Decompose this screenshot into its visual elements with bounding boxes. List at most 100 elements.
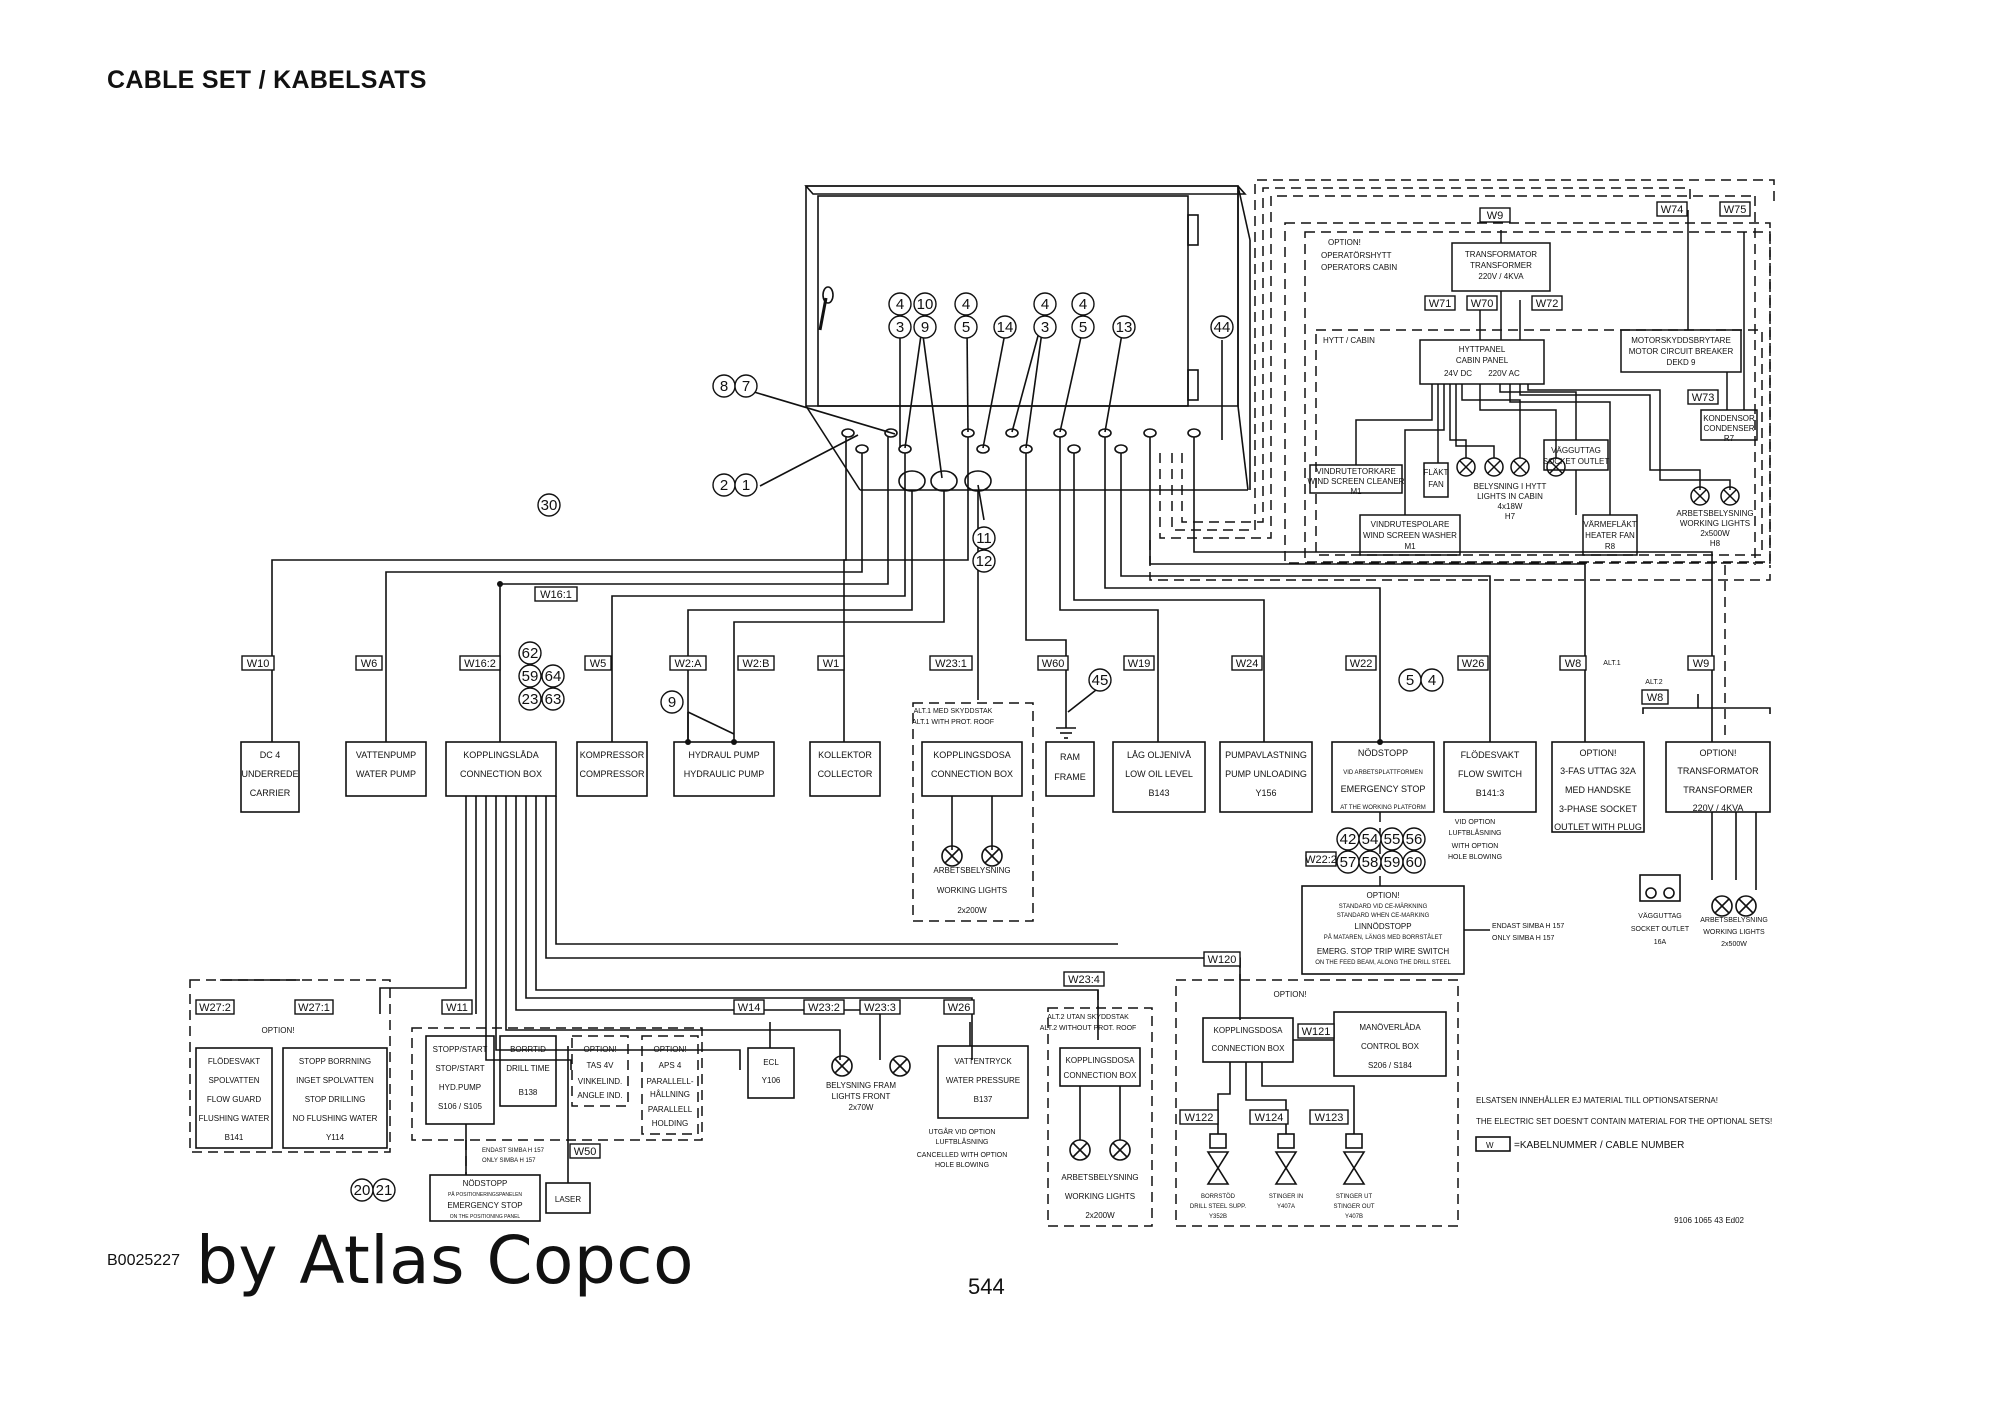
connection-box-en: CONNECTION BOX [460, 769, 542, 779]
callout-7: 7 [742, 378, 750, 395]
cable-w1: W1 [823, 658, 840, 670]
front-lights-en: LIGHTS FRONT [832, 1092, 891, 1101]
cab-lights-code: H7 [1505, 512, 1516, 521]
wlights2-en: WORKING LIGHTS [1703, 929, 1765, 936]
cable-w24: W24 [1236, 658, 1259, 670]
socket-outlet-en: SOCKET OUTLET [1631, 926, 1690, 933]
wiper-code: M1 [1350, 487, 1362, 496]
simba-note-en: ONLY SIMBA H 157 [482, 1158, 536, 1164]
alt1-box-sv: KOPPLINGSDOSA [933, 750, 1011, 760]
callout-14: 14 [997, 319, 1014, 336]
water-pump-box [345, 741, 427, 797]
trip-std-en: STANDARD WHEN CE-MARKING [1337, 913, 1430, 919]
transformer2-sv: TRANSFORMATOR [1677, 766, 1759, 776]
cab-lights-en: LIGHTS IN CABIN [1477, 492, 1543, 501]
stop-start-code: S106 / S105 [438, 1102, 483, 1111]
brand-watermark: by Atlas Copco [196, 1222, 694, 1299]
callout-4e: 4 [1428, 672, 1436, 689]
alt1-en: ALT.1 WITH PROT. ROOF [912, 719, 994, 726]
pump-unloading-en: PUMP UNLOADING [1225, 769, 1307, 779]
cabin-panel-dc: 24V DC [1444, 369, 1472, 378]
cable-tag-labels: W10 W6 W16:2 W16:1 W5 W2:A W2:B W1 W23:1… [199, 204, 1746, 1158]
estop-en: EMERGENCY STOP [1341, 784, 1426, 794]
flow-guard-sv2: SPOLVATTEN [208, 1076, 259, 1085]
water-pump-en: WATER PUMP [356, 769, 416, 779]
callout-57: 57 [1340, 854, 1357, 871]
flow-guard-code: B141 [225, 1133, 244, 1142]
callout-8: 8 [720, 378, 728, 395]
alt2-sv: ALT.2 UTAN SKYDDSTAK [1047, 1014, 1129, 1021]
cable-w72: W72 [1536, 298, 1559, 310]
drill-time-box [499, 1035, 557, 1107]
box120-sv: KOPPLINGSDOSA [1214, 1026, 1284, 1035]
work-lights-rating: 2x500W [1700, 529, 1730, 538]
callouts [350, 292, 1444, 1202]
pump-unloading-box [1219, 741, 1313, 813]
cable-w9b: W9 [1487, 210, 1504, 222]
washer-en: WIND SCREEN WASHER [1363, 531, 1457, 540]
flow-guard-box [195, 1047, 273, 1149]
collector-sv: KOLLEKTOR [818, 750, 872, 760]
cab-lights-rating: 4x18W [1498, 502, 1523, 511]
heater-en: HEATER FAN [1585, 531, 1635, 540]
washer-sv: VINDRUTESPOLARE [1371, 520, 1450, 529]
callout-62: 62 [522, 645, 539, 662]
stop-drilling-en: STOP DRILLING [305, 1095, 366, 1104]
transformer2-rating: 220V / 4KVA [1693, 803, 1744, 813]
box120 [1202, 1017, 1294, 1063]
condenser-en: CONDENSER [1703, 424, 1754, 433]
wp-note-2: LUFTBLÅSNING [936, 1137, 989, 1146]
socket-outlet-3phase-box [1551, 741, 1645, 833]
dc4-en: CARRIER [250, 788, 291, 798]
cable-w23-2: W23:2 [808, 1002, 840, 1014]
cabin-option-sv: OPERATÖRSHYTT [1321, 251, 1392, 260]
drill-time-en: DRILL TIME [506, 1064, 550, 1073]
stop-start-box [425, 1035, 495, 1125]
flow-guard-en2: FLUSHING WATER [199, 1114, 270, 1123]
collector-box [809, 741, 881, 797]
hydraulic-pump-box [673, 741, 775, 797]
heater-code: R8 [1605, 542, 1616, 551]
wp-note-3: CANCELLED WITH OPTION [917, 1152, 1008, 1159]
ecl-title: ECL [763, 1058, 779, 1067]
flow-guard-en: FLOW GUARD [207, 1095, 261, 1104]
wp-note-1: UTGÅR VID OPTION [929, 1127, 996, 1136]
v123-sv: STINGER UT [1336, 1194, 1373, 1200]
cable-w2b: W2:B [743, 658, 770, 670]
alt2-box-en: CONNECTION BOX [1064, 1071, 1138, 1080]
cable-w121: W121 [1302, 1026, 1331, 1038]
cable-w19: W19 [1128, 658, 1151, 670]
cable-w60: W60 [1042, 658, 1065, 670]
alt2-box-sv: KOPPLINGSDOSA [1066, 1056, 1136, 1065]
v123-code: Y407B [1345, 1214, 1363, 1220]
stop-drilling-en2: NO FLUSHING WATER [293, 1114, 378, 1123]
callout-4c: 4 [1041, 296, 1049, 313]
flow-switch-en: FLOW SWITCH [1458, 769, 1522, 779]
transformer-option-box [1665, 741, 1771, 813]
cable-tags [195, 201, 1751, 1159]
dc4-box [240, 741, 300, 813]
aps-code: APS 4 [659, 1061, 682, 1070]
alt1-lights-sv: ARBETSBELYSNING [933, 866, 1010, 875]
alt2-lights-rating: 2x200W [1085, 1211, 1115, 1220]
v122-en: DRILL STEEL SUPP. [1190, 1204, 1246, 1210]
dc4-title: DC 4 [260, 750, 281, 760]
cable-w2a: W2:A [675, 658, 703, 670]
flow-note-2: LUFTBLÅSNING [1449, 828, 1502, 837]
cable-w22: W22 [1350, 658, 1373, 670]
socket3-option: OPTION! [1579, 748, 1616, 758]
work-lights-en: WORKING LIGHTS [1680, 519, 1750, 528]
stop-start-pump: HYD.PUMP [439, 1083, 481, 1092]
callout-30: 30 [541, 497, 558, 514]
estop2-en: EMERGENCY STOP [447, 1201, 522, 1210]
estop2-en-sub: ON THE POSITIONING PANEL [450, 1214, 521, 1220]
callout-63: 63 [545, 691, 562, 708]
control-box [1333, 1011, 1447, 1077]
alt2-outline [1047, 1007, 1153, 1227]
legend-text: =KABELNUMMER / CABLE NUMBER [1514, 1140, 1684, 1151]
callout-9b: 9 [668, 694, 676, 711]
simba-note-sv: ENDAST SIMBA H 157 [482, 1148, 545, 1154]
hydraulic-pump-sv: HYDRAUL PUMP [688, 750, 759, 760]
condenser-sv: KONDENSOR [1703, 414, 1755, 423]
